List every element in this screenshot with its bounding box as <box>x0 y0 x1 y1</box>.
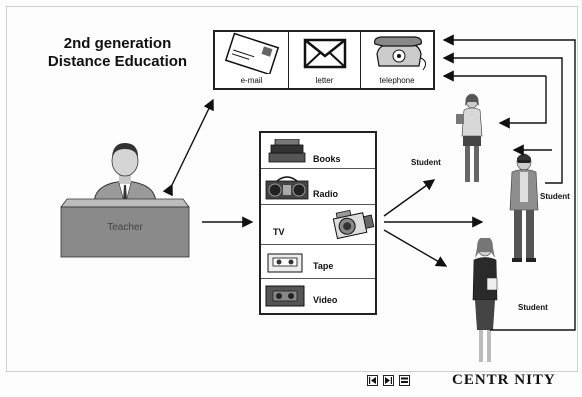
student-figure-2 <box>509 153 539 262</box>
books-icon <box>268 139 306 163</box>
slide-navigation <box>367 375 410 386</box>
videotape-icon <box>265 285 305 307</box>
camcorder-icon <box>332 209 375 240</box>
desk-front <box>60 206 190 258</box>
first-page-icon[interactable] <box>367 375 378 386</box>
title-line-2: Distance Education <box>47 53 188 70</box>
teacher-illustration <box>60 143 190 258</box>
comm-item-email: e-mail <box>215 32 289 88</box>
student-figure-3 <box>472 238 498 362</box>
media-row-tape: Tape <box>261 245 375 279</box>
media-box: Books Radio TV <box>259 131 377 315</box>
media-label-video: Video <box>313 295 338 305</box>
media-row-tv: TV <box>261 205 375 245</box>
student-label-3: Student <box>518 303 548 312</box>
return-link-inner <box>498 76 547 129</box>
slide-frame <box>6 6 578 372</box>
communication-box: e-mail letter telephone <box>213 30 435 90</box>
return-arrow-outer <box>442 34 576 331</box>
comm-label-email: e-mail <box>240 76 263 85</box>
media-row-radio: Radio <box>261 169 375 205</box>
student-figure-1 <box>456 93 483 182</box>
arrow-teacher-comm <box>162 98 214 197</box>
media-label-radio: Radio <box>313 189 339 199</box>
student-label-1: Student <box>411 158 441 167</box>
title-line-1: 2nd generation <box>63 35 172 52</box>
arrow-media-student-1 <box>383 179 436 217</box>
cassette-icon <box>267 253 303 273</box>
teacher-label: Teacher <box>107 222 143 233</box>
student-label-2: Student <box>540 192 570 201</box>
radio-icon <box>265 176 309 200</box>
telephone-icon <box>374 36 427 71</box>
comm-item-letter: letter <box>289 32 361 88</box>
comm-label-telephone: telephone <box>379 76 415 85</box>
comm-item-telephone: telephone <box>361 32 433 88</box>
slide-title: 2nd generation Distance Education <box>30 35 205 71</box>
media-label-tape: Tape <box>313 261 334 271</box>
media-label-books: Books <box>313 154 341 164</box>
envelope-icon <box>303 38 347 69</box>
media-row-video: Video <box>261 279 375 313</box>
arrow-media-student-3 <box>383 229 448 267</box>
email-icon <box>224 32 280 76</box>
last-page-icon[interactable] <box>383 375 394 386</box>
media-label-tv: TV <box>273 227 285 237</box>
return-arrow-middle <box>442 52 563 184</box>
comm-label-letter: letter <box>315 76 334 85</box>
brand-logo: CENTR NITY <box>452 372 556 388</box>
media-row-books: Books <box>261 133 375 169</box>
slides-icon[interactable] <box>399 375 410 386</box>
